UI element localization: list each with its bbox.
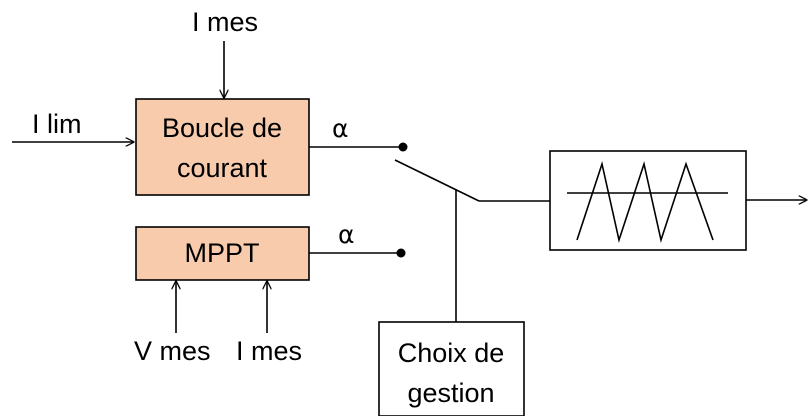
sawtooth-carrier-icon	[567, 160, 728, 244]
choix-label-line1: Choix de	[398, 338, 505, 368]
i-lim-label: I lim	[32, 109, 82, 139]
pwm-block	[549, 150, 747, 251]
switch-contact-bottom	[396, 248, 406, 258]
mppt-block	[135, 226, 310, 281]
choix-label-line2: gestion	[407, 378, 494, 408]
i-mes-top-label: I mes	[192, 7, 258, 37]
v-mes-label: V mes	[134, 336, 211, 366]
alpha-top-label: α	[332, 114, 348, 143]
i-mes-bottom-label: I mes	[236, 336, 302, 366]
alpha-bottom-label: α	[338, 220, 354, 249]
boucle-label-line1: Boucle de	[162, 113, 282, 143]
boucle-de-courant-block	[135, 98, 310, 196]
boucle-label-line2: courant	[177, 153, 268, 183]
switch-contact-top	[398, 142, 408, 152]
switch-arm	[394, 159, 480, 202]
choix-de-gestion-block	[378, 321, 525, 416]
mppt-label: MPPT	[184, 238, 259, 268]
